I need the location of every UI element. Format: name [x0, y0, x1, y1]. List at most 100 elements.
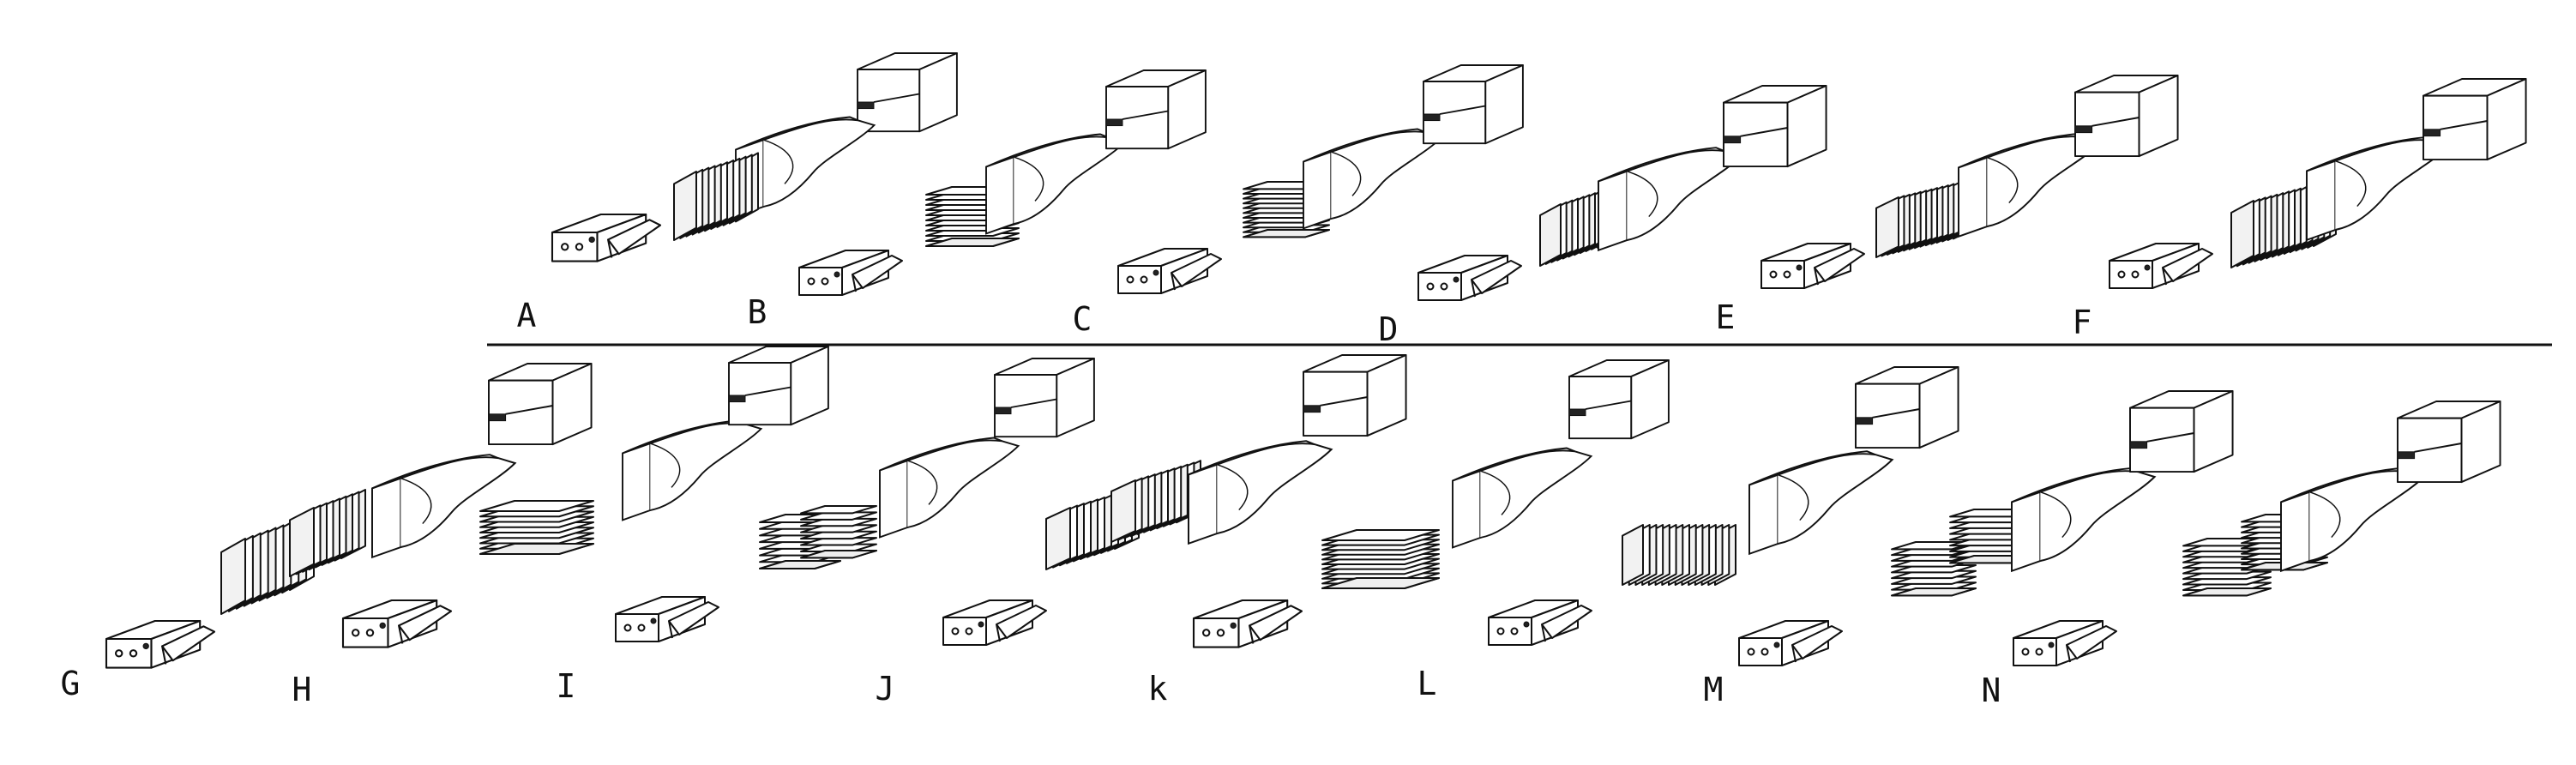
cabinet-front — [2074, 91, 2140, 158]
base-hole — [1773, 642, 1780, 648]
cabinet-slot — [1303, 405, 1321, 413]
funnel-body — [2308, 470, 2426, 562]
base-hole — [623, 623, 632, 632]
funnel-crease — [1014, 156, 1044, 202]
base-flap — [1471, 260, 1522, 294]
base-block-c — [1117, 248, 1222, 294]
cabinet-front — [1105, 86, 1170, 150]
base-block-i — [615, 596, 719, 642]
cabinet-a — [857, 52, 958, 133]
funnel-crease — [1331, 151, 1362, 196]
fin-stack-m — [1622, 524, 1736, 586]
base-flap — [852, 255, 903, 289]
funnel-body — [1013, 136, 1127, 225]
base-hole — [2117, 270, 2126, 279]
base-flap — [1814, 248, 1865, 282]
funnel-j — [879, 437, 1020, 539]
base-hole — [142, 642, 149, 650]
base-flap-hinge — [161, 646, 167, 665]
cabinet-front — [2397, 417, 2463, 484]
base-hole — [351, 629, 360, 637]
cabinet-front — [857, 69, 921, 133]
cabinet-front — [728, 362, 792, 426]
base-hole — [821, 277, 829, 286]
funnel-l — [1452, 447, 1593, 549]
cabinet-slot — [1423, 113, 1441, 122]
funnel-body — [400, 456, 517, 548]
base-hole — [129, 649, 138, 658]
funnel-k — [1188, 440, 1333, 545]
cabinet-slot-edge — [1439, 105, 1486, 115]
cabinet-slot-edge — [1320, 396, 1368, 407]
cabinet-slot-edge — [1740, 127, 1788, 137]
cabinet-slot-edge — [2146, 432, 2194, 443]
label-b: B — [747, 293, 767, 331]
cabinet-slot-edge — [505, 405, 553, 415]
cabinet-slot — [994, 407, 1012, 415]
base-flap — [668, 601, 719, 635]
label-a: A — [516, 297, 537, 334]
base-flap-hinge — [1249, 625, 1255, 644]
funnel-o — [2280, 467, 2426, 573]
base-hole — [560, 243, 569, 251]
base-hole — [965, 627, 973, 635]
stack-base — [759, 560, 841, 569]
stack-base — [1321, 577, 1440, 589]
funnel-top-edge — [735, 116, 858, 151]
fin-plate — [1539, 203, 1562, 267]
funnel-inlet — [622, 442, 652, 521]
base-hole — [588, 236, 595, 244]
base-block-e — [1760, 243, 1865, 289]
fin-plate — [220, 538, 246, 615]
base-flap — [1791, 625, 1843, 660]
funnel-c — [985, 133, 1127, 235]
base-block-n — [2013, 620, 2117, 666]
label-e: E — [1715, 298, 1736, 336]
label-d: D — [1378, 310, 1399, 348]
label-l: L — [1417, 665, 1437, 702]
cabinet-d — [1423, 64, 1524, 145]
base-flap — [1541, 605, 1592, 639]
cabinet-front — [1303, 370, 1369, 437]
plate-stack-o1 — [2182, 538, 2272, 597]
base-hole — [365, 629, 375, 637]
base-hole — [575, 243, 584, 251]
fin-plate — [1875, 196, 1899, 258]
funnel-top-edge — [1303, 128, 1426, 163]
cabinet-slot — [1855, 417, 1874, 425]
cabinet-front — [2129, 407, 2195, 473]
base-hole — [2131, 270, 2140, 279]
cabinet-slot — [488, 413, 507, 422]
base-hole — [1440, 282, 1448, 291]
base-hole — [1201, 629, 1211, 637]
cabinet-slot — [2129, 441, 2148, 449]
base-flap-hinge — [1171, 272, 1176, 291]
stack-base — [479, 543, 594, 555]
funnel-top-edge — [1598, 147, 1725, 183]
cabinet-slot — [1105, 118, 1123, 127]
base-flap — [1249, 605, 1303, 642]
funnel-crease — [2309, 491, 2341, 539]
funnel-inlet — [1598, 170, 1628, 252]
cabinet-slot-edge — [1122, 110, 1169, 120]
label-i: I — [556, 667, 576, 705]
cabinet-front — [1855, 382, 1921, 449]
base-hole — [1140, 275, 1148, 284]
base-hole — [1453, 276, 1460, 283]
fin-stack-h2 — [289, 489, 366, 577]
funnel-body — [1330, 130, 1444, 220]
cabinet-front — [1423, 81, 1487, 145]
cabinet-slot — [2397, 451, 2416, 460]
base-hole — [1426, 282, 1435, 291]
base-flap-hinge — [1814, 267, 1819, 286]
fin-plate — [1045, 507, 1071, 570]
funnel-top-edge — [1958, 133, 2085, 169]
base-hole — [1796, 264, 1803, 271]
base-hole — [2048, 642, 2055, 648]
funnel-crease — [1217, 463, 1249, 511]
base-flap-hinge — [607, 239, 613, 258]
funnel-body — [762, 118, 876, 208]
cabinet-f — [2423, 78, 2527, 161]
funnel-crease — [400, 477, 432, 525]
